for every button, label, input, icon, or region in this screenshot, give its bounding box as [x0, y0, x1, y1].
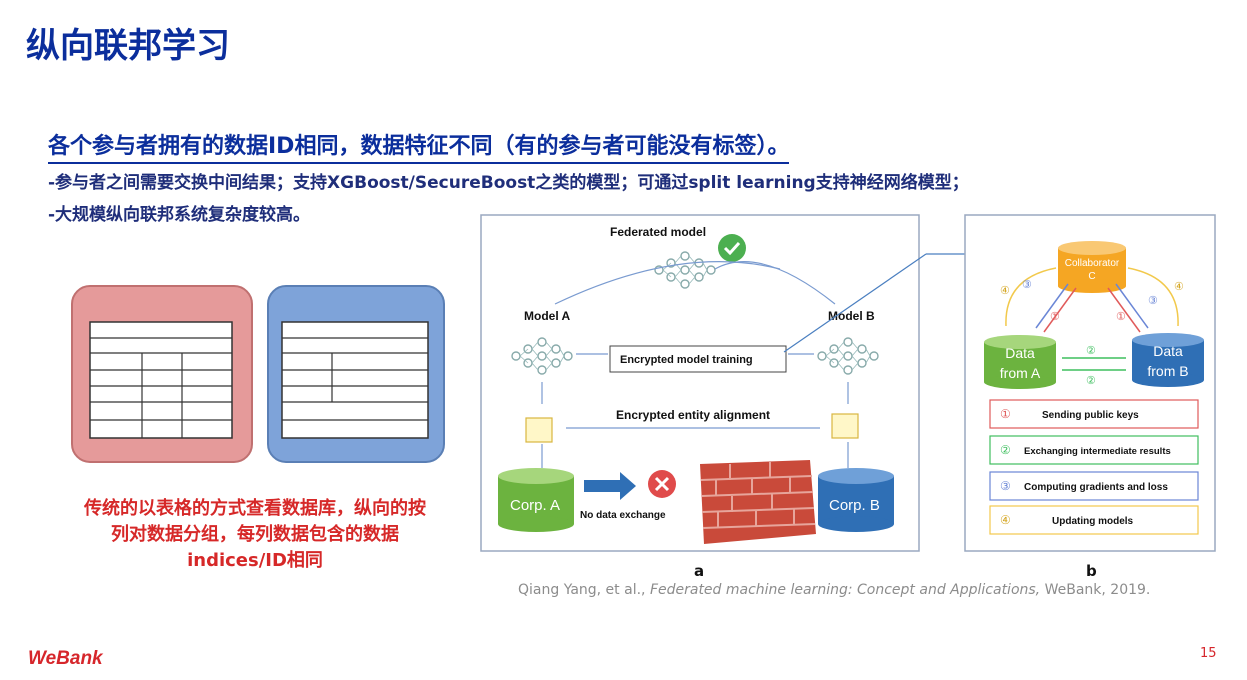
corp-b-label: Corp. B — [829, 497, 880, 514]
corp-b-db — [818, 468, 894, 532]
data-b-label-1: Data — [1153, 343, 1183, 359]
svg-text:②: ② — [1086, 345, 1096, 357]
data-b-label-2: from B — [1147, 363, 1188, 379]
page-number: 15 — [1200, 646, 1217, 661]
svg-text:④: ④ — [1174, 281, 1184, 293]
left-caption: 传统的以表格的方式查看数据库，纵向的按 列对数据分组，每列数据包含的数据 ind… — [40, 496, 470, 574]
page-title: 纵向联邦学习 — [26, 26, 230, 66]
corp-a-db — [498, 468, 574, 532]
doc-icon-a — [525, 417, 553, 443]
table-illustration — [71, 285, 445, 463]
svg-text:①: ① — [1050, 311, 1060, 323]
citation-rest: WeBank, 2019. — [1040, 582, 1151, 598]
no-exchange-label: No data exchange — [580, 510, 666, 521]
connector-line — [783, 253, 966, 353]
webank-logo: WeBank — [28, 648, 103, 669]
check-icon — [718, 234, 746, 262]
data-a-db — [984, 335, 1056, 389]
svg-text:④: ④ — [1000, 285, 1010, 297]
step-2-num: ② — [1000, 443, 1011, 457]
encrypted-training-label: Encrypted model training — [620, 354, 753, 366]
firewall-icon — [700, 460, 816, 544]
model-a-label: Model A — [524, 309, 571, 323]
citation-work: Federated machine learning: Concept and … — [649, 582, 1041, 598]
svg-text:③: ③ — [1148, 295, 1158, 307]
step-2-text: Exchanging intermediate results — [1024, 446, 1171, 457]
svg-text:②: ② — [1086, 375, 1096, 387]
model-b-label: Model B — [828, 309, 875, 323]
figure-a: Federated model Model A Model B Encrypte… — [480, 214, 920, 552]
data-a-label-2: from A — [1000, 365, 1041, 381]
figure-a-label: a — [694, 562, 705, 580]
svg-text:①: ① — [1116, 311, 1126, 323]
subtitle: 各个参与者拥有的数据ID相同，数据特征不同（有的参与者可能没有标签）。 — [48, 128, 790, 164]
caption-line-2: 列对数据分组，每列数据包含的数据 — [111, 524, 399, 545]
figure-b: Collaborator C Data from A Data from B ④… — [964, 214, 1216, 552]
doc-icon-b — [831, 413, 859, 439]
corp-a-label: Corp. A — [510, 497, 560, 514]
svg-text:③: ③ — [1022, 279, 1032, 291]
step-1-text: Sending public keys — [1042, 410, 1139, 421]
arrow-icon — [584, 472, 636, 500]
step-4-text: Updating models — [1052, 516, 1134, 527]
step-3-text: Computing gradients and loss — [1024, 482, 1168, 493]
data-a-label-1: Data — [1005, 345, 1035, 361]
collaborator-label-2: C — [1088, 271, 1095, 282]
step-1-num: ① — [1000, 407, 1011, 421]
caption-line-3: indices/ID相同 — [187, 550, 323, 571]
figure-b-label: b — [1086, 562, 1097, 580]
citation: Qiang Yang, et al., Federated machine le… — [518, 582, 1150, 598]
encrypted-alignment-label: Encrypted entity alignment — [616, 408, 770, 422]
federated-model-label: Federated model — [610, 225, 706, 239]
step-4-num: ④ — [1000, 513, 1011, 527]
bullet-2: -大规模纵向联邦系统复杂度较高。 — [48, 205, 311, 225]
step-3-num: ③ — [1000, 479, 1011, 493]
caption-line-1: 传统的以表格的方式查看数据库，纵向的按 — [84, 498, 426, 519]
data-b-db — [1132, 333, 1204, 387]
collaborator-label-1: Collaborator — [1065, 258, 1120, 269]
citation-authors: Qiang Yang, et al., — [518, 582, 650, 598]
bullet-1: -参与者之间需要交换中间结果；支持XGBoost/SecureBoost之类的模… — [48, 173, 969, 193]
